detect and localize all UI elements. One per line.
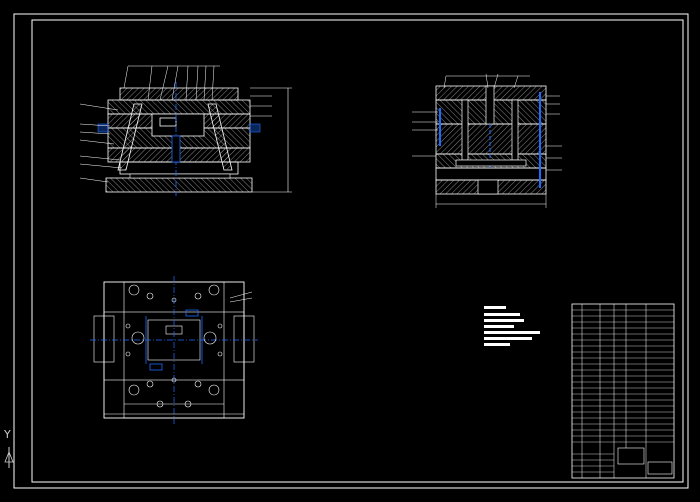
inner-frame: [31, 19, 684, 483]
side-section-view: [412, 73, 562, 208]
outer-frame: [13, 13, 689, 489]
note-line: [484, 325, 514, 328]
note-line: [484, 343, 510, 346]
note-line: [484, 337, 532, 340]
front-section-view: [79, 65, 292, 196]
note-line: [484, 319, 524, 322]
note-line: [484, 313, 520, 316]
title-block: [571, 303, 675, 479]
plan-view: [90, 276, 258, 424]
ucs-axis-icon: [4, 447, 14, 468]
note-line: [484, 331, 540, 334]
ucs-axis-label: Y: [4, 428, 11, 441]
note-line: [484, 306, 506, 309]
